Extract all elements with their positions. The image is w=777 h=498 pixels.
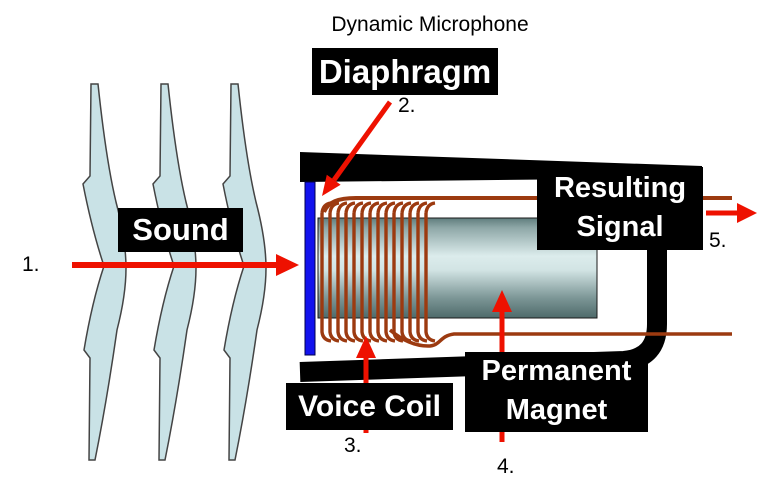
- sound-wave-icon: [222, 83, 267, 461]
- arrow-1-sound: [72, 254, 299, 276]
- sound-label: Sound: [118, 208, 243, 252]
- sound-label-text: Sound: [132, 212, 229, 247]
- voice-coil-label: Voice Coil: [286, 383, 453, 430]
- callout-number-2: 2.: [398, 94, 416, 117]
- resulting-signal-label-line1: Resulting: [553, 172, 687, 204]
- signal-wire-top: [322, 196, 732, 213]
- sound-wave-icon: [82, 83, 127, 461]
- resulting-signal-label: Resulting Signal: [537, 167, 703, 250]
- permanent-magnet-label-line2: Magnet: [505, 394, 608, 426]
- voice-coil-label-text: Voice Coil: [298, 390, 441, 423]
- diaphragm-label: Diaphragm: [312, 48, 498, 95]
- sound-wave-icon: [152, 83, 197, 461]
- arrow-5-resulting-signal: [706, 203, 757, 223]
- sound-waves: [82, 83, 267, 461]
- callout-number-4: 4.: [497, 455, 515, 478]
- callout-number-1: 1.: [22, 253, 40, 276]
- permanent-magnet-shape: [317, 217, 598, 319]
- permanent-magnet-label-line1: Permanent: [481, 355, 632, 387]
- permanent-magnet-label: Permanent Magnet: [465, 352, 648, 432]
- signal-wire-bottom: [388, 328, 732, 348]
- arrow-2-diaphragm: [322, 100, 393, 196]
- diaphragm-label-text: Diaphragm: [318, 53, 492, 90]
- voice-coil-winding: [320, 201, 436, 343]
- resulting-signal-label-line2: Signal: [576, 211, 664, 243]
- page-title: Dynamic Microphone: [331, 13, 529, 36]
- callout-number-5: 5.: [709, 229, 727, 252]
- diaphragm-shape: [304, 181, 316, 356]
- callout-number-3: 3.: [344, 434, 362, 457]
